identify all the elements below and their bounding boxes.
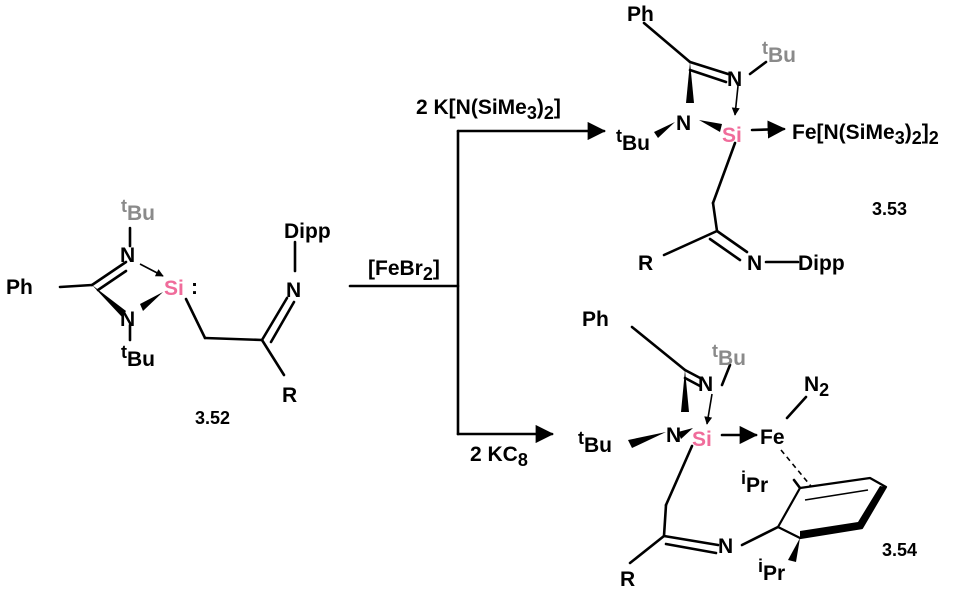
bond [785, 395, 808, 420]
wedge-bond [628, 432, 666, 448]
dative-bond [731, 85, 740, 116]
fe-amide-label: Fe[N(SiMe3)2]2 [792, 121, 939, 148]
bond [711, 141, 737, 205]
bond [664, 542, 718, 555]
bond [708, 237, 742, 262]
tbu-label: tBu [121, 196, 155, 225]
r-label: R [638, 252, 653, 275]
compound-number-3-53: 3.53 [872, 199, 907, 219]
n-label: N [120, 308, 135, 331]
bond [90, 260, 128, 287]
compound-number-3-52: 3.52 [195, 408, 230, 428]
r-label: R [620, 568, 635, 591]
bond [662, 229, 719, 257]
dative-bond [704, 393, 713, 425]
n-label: N [747, 252, 762, 275]
lone-pair: : [191, 276, 198, 299]
compound-3-54: Ph N tBu N tBu Si Fe N2 iPr N iPr R 3.54 [578, 308, 917, 591]
bond [688, 60, 730, 76]
bond [184, 297, 207, 340]
tbu-label: tBu [616, 126, 650, 155]
compound-3-52: Ph N N Si : tBu tBu N Dipp R 3.52 [6, 196, 331, 428]
bond [792, 478, 802, 490]
reagent-kn-sime3: 2 K[N(SiMe3)2] [416, 96, 561, 123]
ipr-label: iPr [741, 468, 768, 497]
bond [664, 444, 694, 507]
dipp-label: Dipp [284, 220, 331, 243]
bond [688, 68, 728, 84]
n-label: N [286, 279, 301, 302]
bond [58, 283, 94, 289]
bond [720, 363, 732, 387]
bond [260, 338, 286, 377]
tbu-label: tBu [578, 428, 612, 457]
si-label: Si [692, 428, 712, 451]
ph-label: Ph [582, 308, 609, 331]
n-label: N [666, 424, 681, 447]
bond [203, 336, 264, 342]
dative-bond-fe [750, 120, 786, 139]
si-label: Si [722, 124, 742, 147]
bond [269, 300, 296, 344]
wedge-bond [686, 62, 694, 103]
n-label: N [676, 112, 691, 135]
tbu-label: tBu [712, 341, 746, 370]
bond [630, 325, 687, 372]
fe-label: Fe [760, 426, 785, 449]
tbu-label: tBu [762, 38, 796, 67]
reagent-febr2: [FeBr2] [368, 257, 440, 284]
wedge-bond [654, 122, 675, 138]
bond [628, 534, 666, 565]
n-label: N [718, 535, 733, 558]
wedge-bond [140, 292, 163, 311]
aryl-ring-front-edge [800, 486, 886, 538]
reaction-arrows: [FeBr2] 2 K[N(SiMe3)2] 2 KC8 [348, 96, 606, 470]
n-label: N [698, 373, 713, 396]
wedge-bond [678, 428, 693, 439]
ph-label: Ph [6, 276, 33, 299]
bond [662, 534, 720, 547]
dipp-label: Dipp [798, 252, 845, 275]
bond [711, 201, 719, 233]
reagent-kc8: 2 KC8 [470, 443, 528, 470]
compound-number-3-54: 3.54 [882, 540, 917, 560]
n-label: N [120, 244, 135, 267]
bond [683, 376, 702, 388]
ipr-label: iPr [758, 556, 785, 585]
bond [683, 368, 704, 381]
ph-label: Ph [627, 3, 654, 26]
dative-bond [139, 263, 164, 277]
wedge-bond [699, 120, 722, 132]
si-label: Si [164, 277, 184, 300]
wedge-bond [92, 285, 126, 317]
bond [748, 60, 768, 76]
bond [96, 269, 128, 292]
wedge-bond [681, 370, 689, 412]
bond [642, 21, 692, 64]
bond [260, 296, 289, 342]
aryl-ring-inner-bond [804, 489, 869, 501]
bond [740, 525, 780, 547]
n2-label: N2 [804, 373, 829, 400]
n-label: N [727, 68, 742, 91]
bond [662, 503, 668, 538]
tbu-label: tBu [121, 342, 155, 371]
wedge-bond [788, 538, 800, 562]
r-label: R [282, 384, 297, 407]
compound-3-53: Ph N tBu N tBu Si Fe[N(SiMe3)2]2 3.53 R … [616, 3, 939, 275]
bond [715, 229, 749, 254]
eta-arene-interaction [780, 449, 821, 498]
